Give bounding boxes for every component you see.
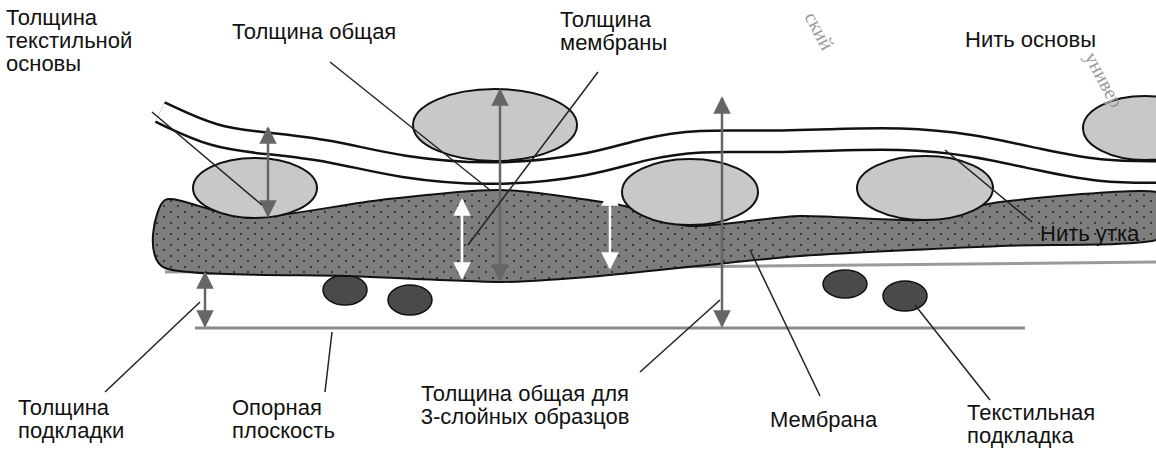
part-label: Нить утка (1040, 222, 1150, 245)
watermark: универ (1080, 48, 1128, 111)
part-label: Толщина мембраны (560, 8, 690, 54)
leader-line (945, 150, 1032, 222)
leader-line (750, 250, 820, 396)
warp-yarn (857, 156, 993, 220)
leader-line (325, 332, 332, 392)
dimension-arrow (204, 273, 207, 326)
leader-line (468, 72, 598, 245)
dimension-arrow (499, 90, 502, 280)
part-label: Текстильная подкладка (967, 401, 1152, 447)
watermark: ский (800, 8, 839, 54)
part-label: Мембрана (770, 408, 900, 431)
part-label: Толщина текстильной основы (6, 6, 156, 75)
warp-yarn (413, 89, 577, 161)
dimension-arrow (267, 128, 270, 216)
part-label: Толщина общая (232, 20, 432, 43)
leader-line (915, 305, 990, 400)
dimension-arrow (609, 190, 612, 268)
leader-line (105, 302, 200, 392)
weft-yarn (160, 112, 1156, 173)
lining-yarn (388, 285, 432, 315)
lining-yarn (883, 281, 927, 311)
part-label: Нить основы (965, 28, 1135, 51)
leader-line (640, 300, 720, 372)
part-label: Толщина общая для 3-слойных образцов (420, 382, 630, 428)
warp-yarn (622, 159, 758, 225)
part-label: Опорная плоскость (232, 396, 372, 442)
part-label: Толщина подкладки (18, 396, 158, 442)
leader-line (152, 112, 262, 205)
warp-yarn (193, 158, 317, 218)
leader-line (330, 62, 490, 190)
lining-yarn (323, 275, 367, 305)
weft-outline (160, 112, 1156, 173)
lining-yarn (823, 270, 867, 298)
dimension-arrow (461, 200, 464, 278)
dimension-arrow (721, 98, 724, 326)
reference-plane (195, 327, 1025, 330)
warp-yarn (1083, 96, 1156, 160)
